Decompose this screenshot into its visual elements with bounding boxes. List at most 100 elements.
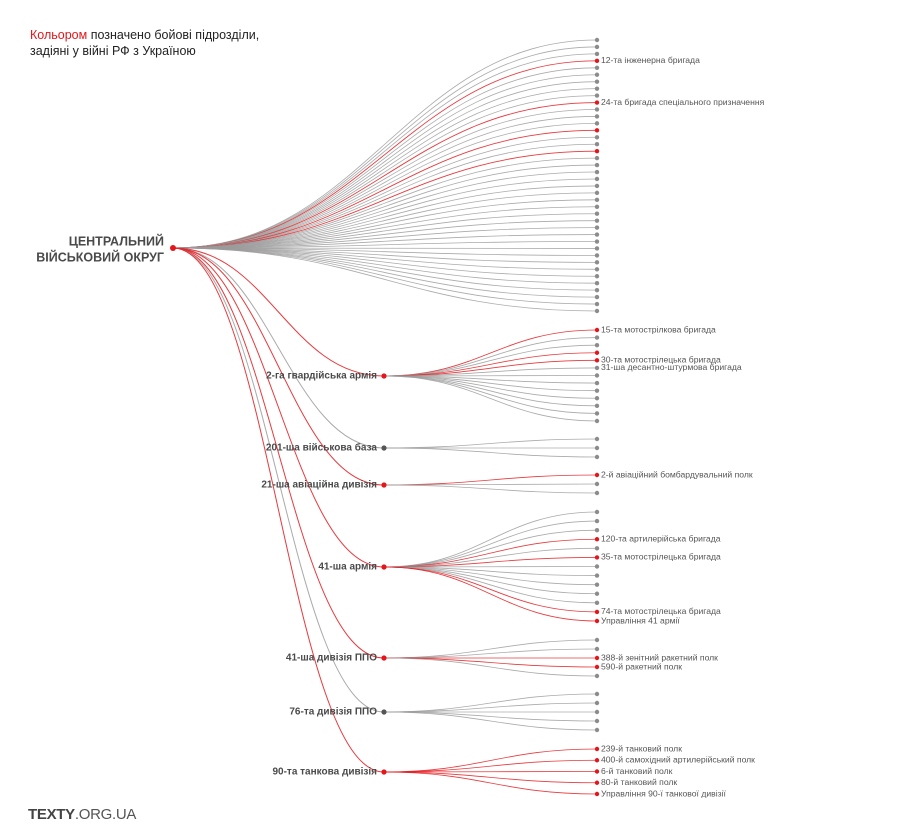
direct-leaf-node [594,155,600,161]
leaf-node [594,527,600,533]
direct-leaf-node [594,100,600,105]
leaf-link [383,771,598,784]
leaf-link [383,375,598,377]
direct-link [172,81,598,249]
direct-link [172,247,598,284]
leaf-link [383,657,598,677]
leaf-node [594,591,600,596]
leaf-node [594,396,600,401]
leaf-label: 35-та мотострілецька бригада [601,552,721,562]
leaf-link [383,566,598,604]
leaf-label: 31-ша десантно-штурмова бригада [601,362,742,372]
leaf-node [594,490,600,496]
leaf-label: 74-та мотострілецька бригада [601,606,721,616]
direct-link [172,247,598,305]
leaf-node [594,582,600,587]
leaf-node [594,555,600,560]
leaf-node [594,472,600,478]
group-node [381,482,387,488]
leaf-label: 6-й танковий полк [601,766,673,776]
leaf-label: 590-й ракетний полк [601,661,682,671]
tree-links [172,39,598,795]
direct-leaf-node [594,274,600,279]
direct-leaf-node [594,142,600,147]
direct-leaf-node [594,246,600,251]
legend-highlight-word: Кольором [30,28,88,42]
site-logo-domain: .ORG.UA [74,806,137,823]
direct-leaf-node [594,281,600,286]
group-link [172,247,385,568]
direct-leaf-node [594,260,600,265]
leaf-label: 120-та артилерійська бригада [601,534,721,544]
direct-link [172,241,598,249]
group-node [381,445,387,451]
leaf-node [594,411,600,416]
leaf-link [383,529,598,568]
leaf-link [383,771,598,795]
direct-link [172,164,598,249]
root-title-line-2: ВІЙСЬКОВИЙ ОКРУГ [36,249,164,264]
leaf-link [383,337,598,377]
site-logo[interactable]: TEXTY.ORG.UA [28,806,136,823]
leaf-link [383,520,598,568]
root-node [170,245,176,251]
leaf-link [383,511,598,568]
leaf-node [594,537,600,542]
group-node [381,373,387,379]
direct-leaf-node [594,121,600,126]
leaf-label: 2-й авіаційний бомбардувальний полк [601,469,753,479]
leaf-node [594,718,600,724]
tree-nodes [170,37,600,797]
leaf-link [383,711,598,731]
leaf-link [383,329,598,377]
leaf-node [594,709,600,715]
site-logo-bold: TEXTY [28,806,75,823]
direct-leaf-node [594,169,600,175]
direct-leaf-node [594,204,600,209]
leaf-node [594,609,600,615]
leaf-node [594,646,600,652]
direct-link [172,74,598,249]
leaf-link [383,702,598,713]
group-link [172,247,385,486]
group-node [381,655,387,661]
leaf-node [594,700,600,706]
leaf-node [594,637,600,643]
leaf-node [594,373,600,378]
leaf-label: 388-й зенітний ракетний полк [601,652,718,662]
direct-leaf-node [594,79,600,84]
direct-link [172,39,598,249]
group-label: 21-ша авіаційна дивізія [261,480,377,491]
direct-leaf-node [594,218,600,223]
leaf-node [594,509,600,515]
direct-leaf-node [594,37,600,43]
direct-leaf-node [594,287,600,293]
direct-leaf-node [594,93,600,98]
leaf-node [594,791,600,797]
direct-leaf-node [594,308,600,314]
group-label: 41-ша армія [318,562,377,573]
leaf-node [594,481,600,487]
leaf-node [594,673,600,679]
direct-link [172,171,598,249]
direct-leaf-node [594,162,600,168]
direct-link [172,46,598,249]
direct-leaf-node [594,225,600,230]
direct-leaf-label: 12-та інженерна бригада [601,55,700,65]
leaf-link [383,375,598,407]
direct-leaf-node [594,211,600,216]
direct-link [172,247,598,270]
direct-leaf-node [594,301,600,307]
leaf-node [594,573,600,578]
leaf-link [383,639,598,659]
leaf-node [594,358,600,363]
direct-leaf-node [594,253,600,258]
leaf-node [594,327,600,333]
root-title-line-1: ЦЕНТРАЛЬНИЙ [69,233,164,248]
leaf-node [594,600,600,606]
leaf-label: 30-та мотострілецька бригада [601,355,721,365]
direct-link [172,88,598,249]
group-label: 41-ша дивізія ППО [286,653,377,664]
